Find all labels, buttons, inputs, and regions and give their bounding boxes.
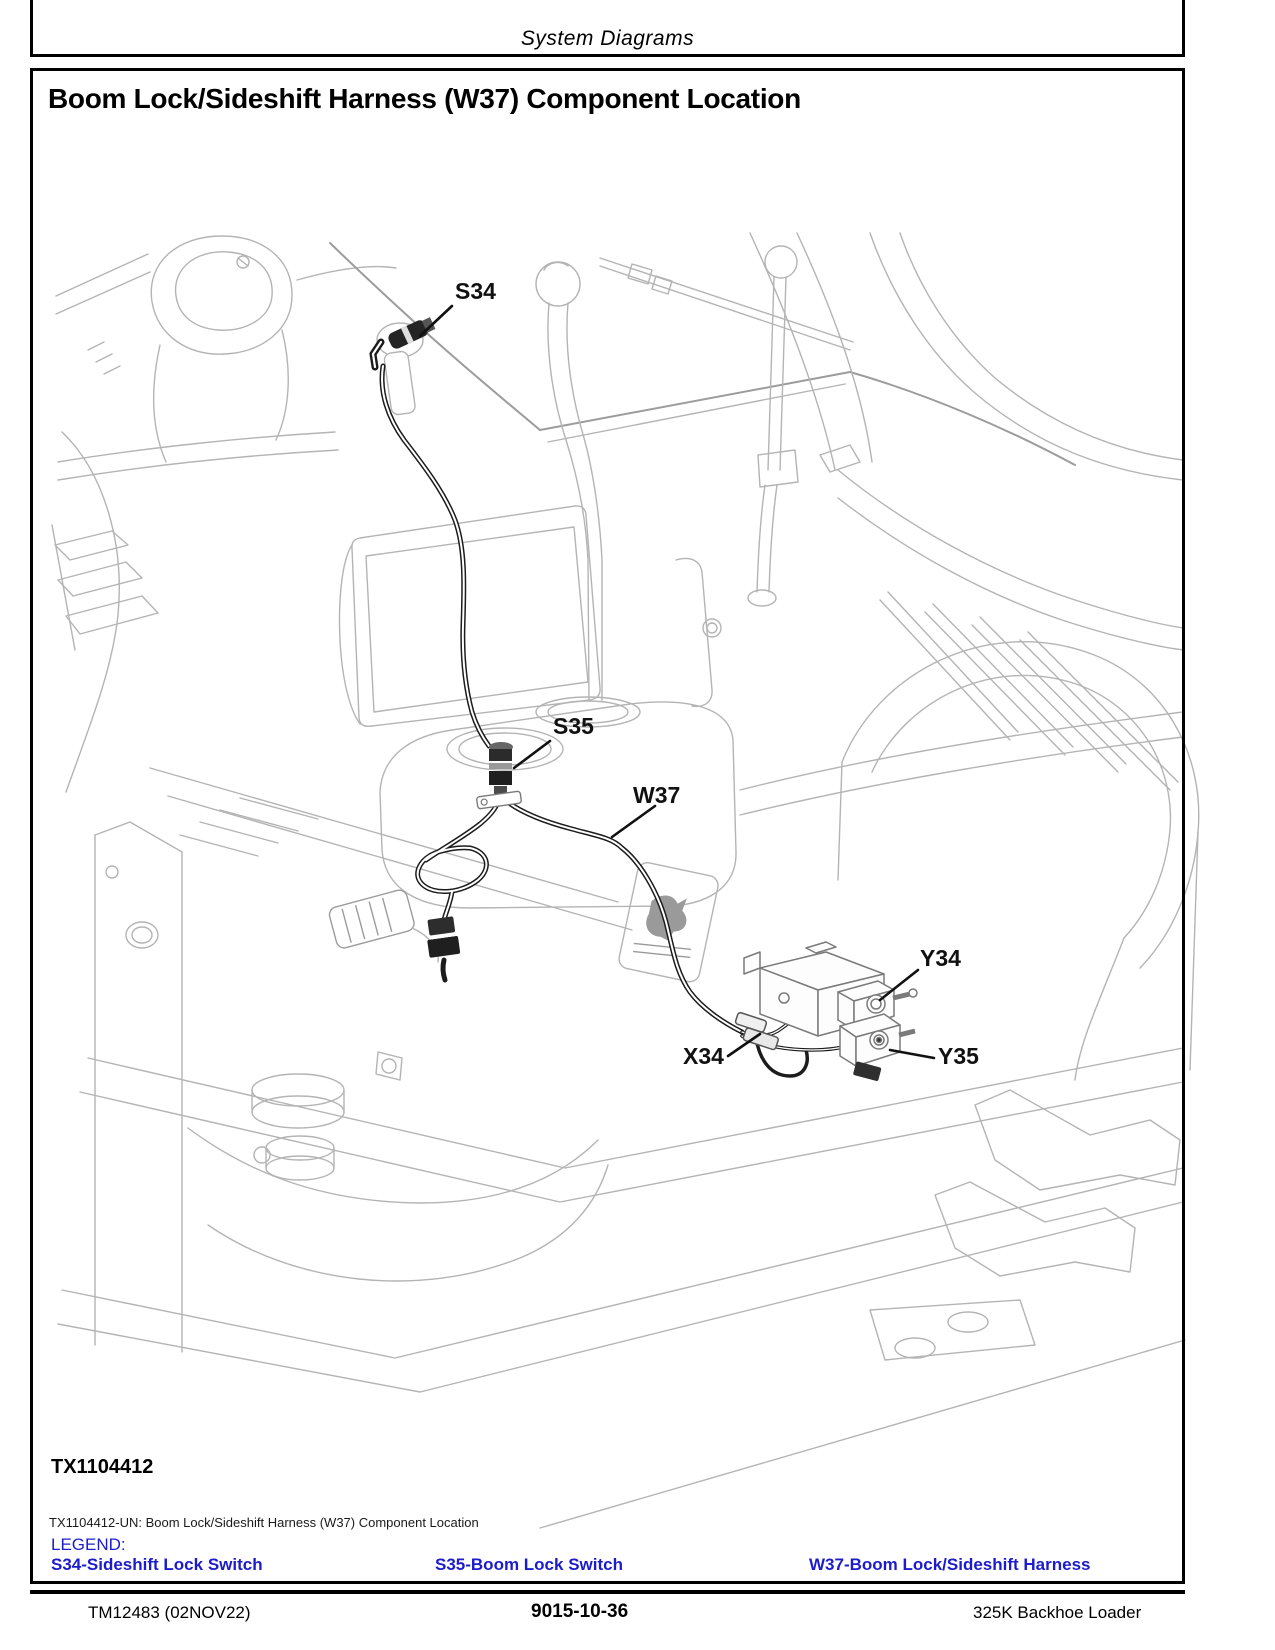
sideshift-lock-switch-s34 [369,317,436,371]
callout-y34: Y34 [920,945,961,971]
running-header-box: System Diagrams [30,0,1185,57]
machine-outline [51,232,1200,1529]
footer-page-number: 9015-10-36 [531,1601,629,1622]
legend-item-s35: S35-Boom Lock Switch [435,1555,623,1574]
legend-item-w37: W37-Boom Lock/Sideshift Harness [809,1555,1091,1574]
footer-manual-number: TM12483 (02NOV22) [88,1603,251,1622]
boom-lock-valve-assembly [734,941,918,1081]
callout-s35: S35 [553,713,594,739]
running-header-title: System Diagrams [520,27,695,50]
callout-s34: S34 [455,278,496,304]
boom-lock-switch-s35 [476,742,522,810]
callout-leader-lines [418,304,936,1060]
legend-heading: LEGEND: [51,1535,126,1554]
figure-frame: Boom Lock/Sideshift Harness (W37) Compon… [30,68,1185,1584]
figure-title: Boom Lock/Sideshift Harness (W37) Compon… [48,83,801,114]
harness-connector [427,916,461,958]
figure-id: TX1104412 [51,1456,154,1478]
callout-w37: W37 [633,782,681,808]
footer-model-name: 325K Backhoe Loader [973,1603,1142,1622]
callout-x34: X34 [683,1043,724,1069]
callout-y35: Y35 [938,1043,979,1069]
legend-item-s34: S34-Sideshift Lock Switch [51,1555,263,1574]
figure-caption: TX1104412-UN: Boom Lock/Sideshift Harnes… [49,1515,479,1530]
footer-rule [30,1590,1185,1594]
